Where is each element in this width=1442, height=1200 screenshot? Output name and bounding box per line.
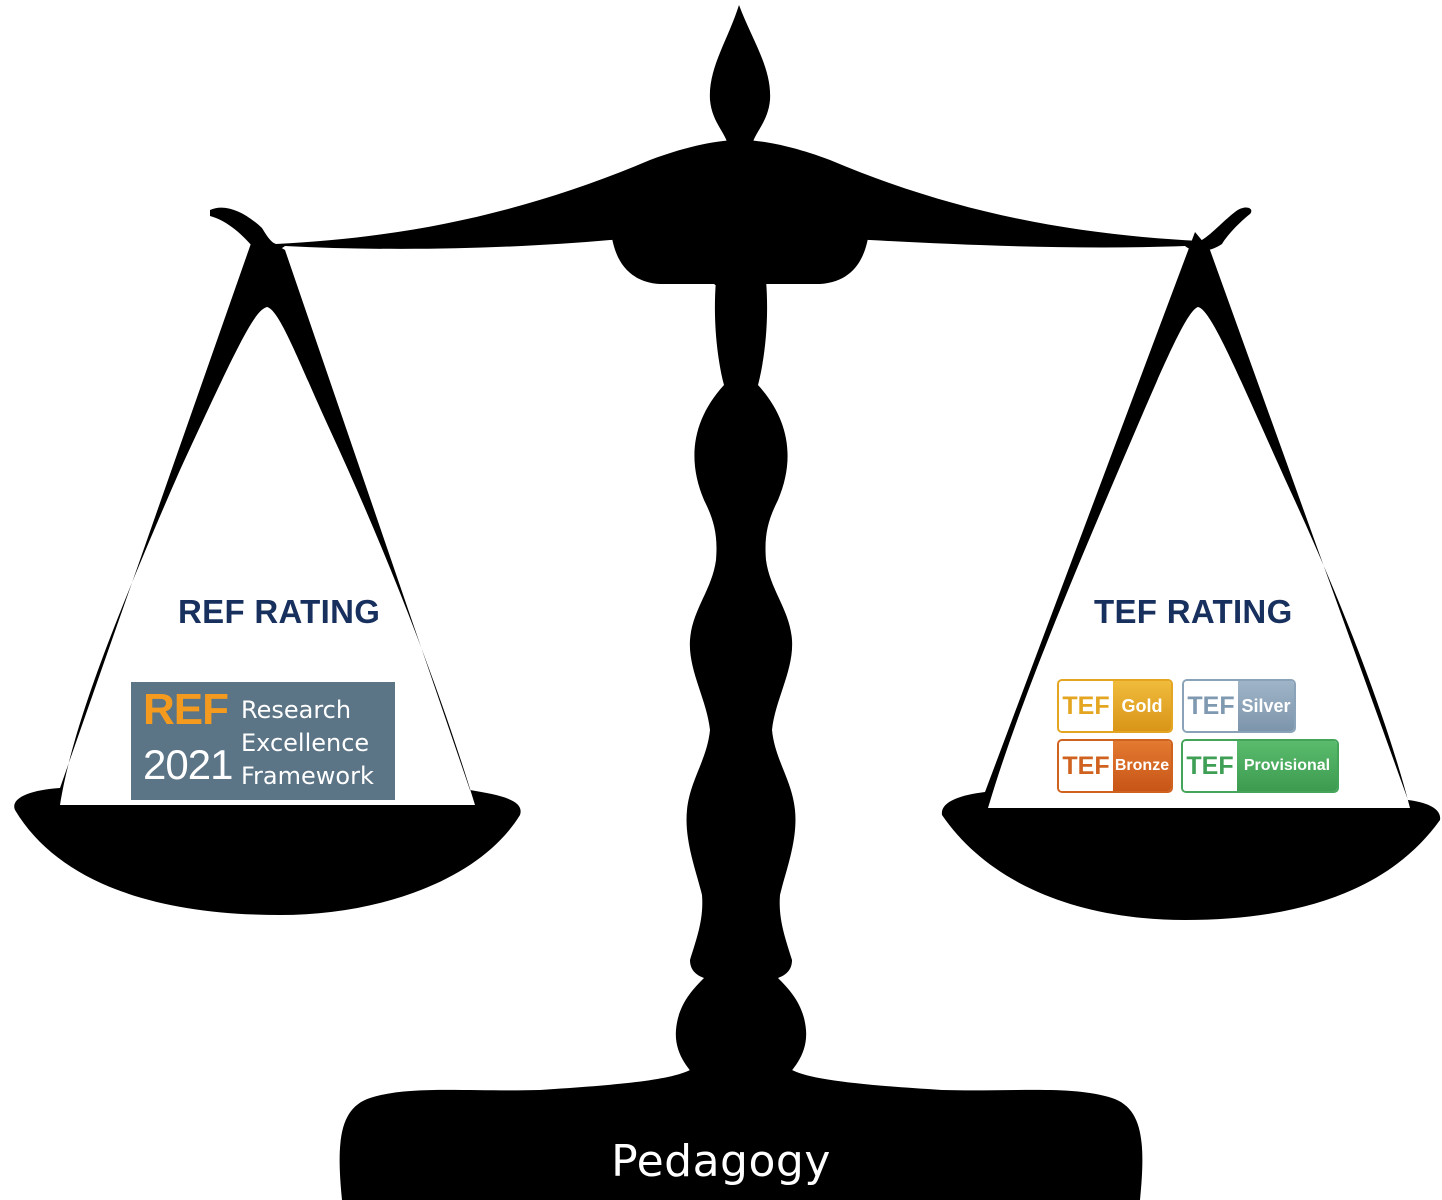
tef-silver-acronym: TEF — [1184, 681, 1238, 731]
scale-finial — [709, 5, 771, 185]
ref-rating-label: REF RATING — [178, 593, 381, 630]
scale-column — [675, 280, 807, 1080]
tef-rating-label: TEF RATING — [1094, 593, 1293, 630]
center-plate — [612, 238, 868, 284]
right-pan — [941, 232, 1441, 920]
pedagogy-label: Pedagogy — [611, 1136, 831, 1187]
tef-bronze-acronym: TEF — [1059, 741, 1113, 791]
tef-gold-level: Gold — [1113, 681, 1171, 731]
ref-logo-acronym: REF — [143, 685, 229, 734]
tef-gold-badge: TEF Gold — [1057, 679, 1173, 733]
tef-silver-level: Silver — [1238, 681, 1294, 731]
right-pan-frame — [941, 232, 1441, 920]
ref-logo-words: Research Excellence Framework — [241, 694, 374, 793]
ref-logo-word-research: Research — [241, 696, 352, 724]
tef-bronze-level: Bronze — [1113, 741, 1171, 791]
left-pan — [14, 232, 521, 915]
tef-provisional-level: Provisional — [1237, 741, 1337, 791]
scale-beam — [210, 140, 1252, 285]
ref-logo-word-excellence: Excellence — [241, 729, 370, 757]
left-pan-frame — [14, 232, 521, 915]
tef-provisional-acronym: TEF — [1183, 741, 1237, 791]
ref-logo-year: 2021 — [143, 741, 233, 788]
tef-bronze-badge: TEF Bronze — [1057, 739, 1173, 793]
ref-2021-logo: REF 2021 Research Excellence Framework — [131, 682, 395, 800]
tef-gold-acronym: TEF — [1059, 681, 1113, 731]
tef-silver-badge: TEF Silver — [1182, 679, 1296, 733]
ref-logo-word-framework: Framework — [241, 762, 374, 790]
scale-base — [339, 1070, 1143, 1200]
tef-provisional-badge: TEF Provisional — [1181, 739, 1339, 793]
